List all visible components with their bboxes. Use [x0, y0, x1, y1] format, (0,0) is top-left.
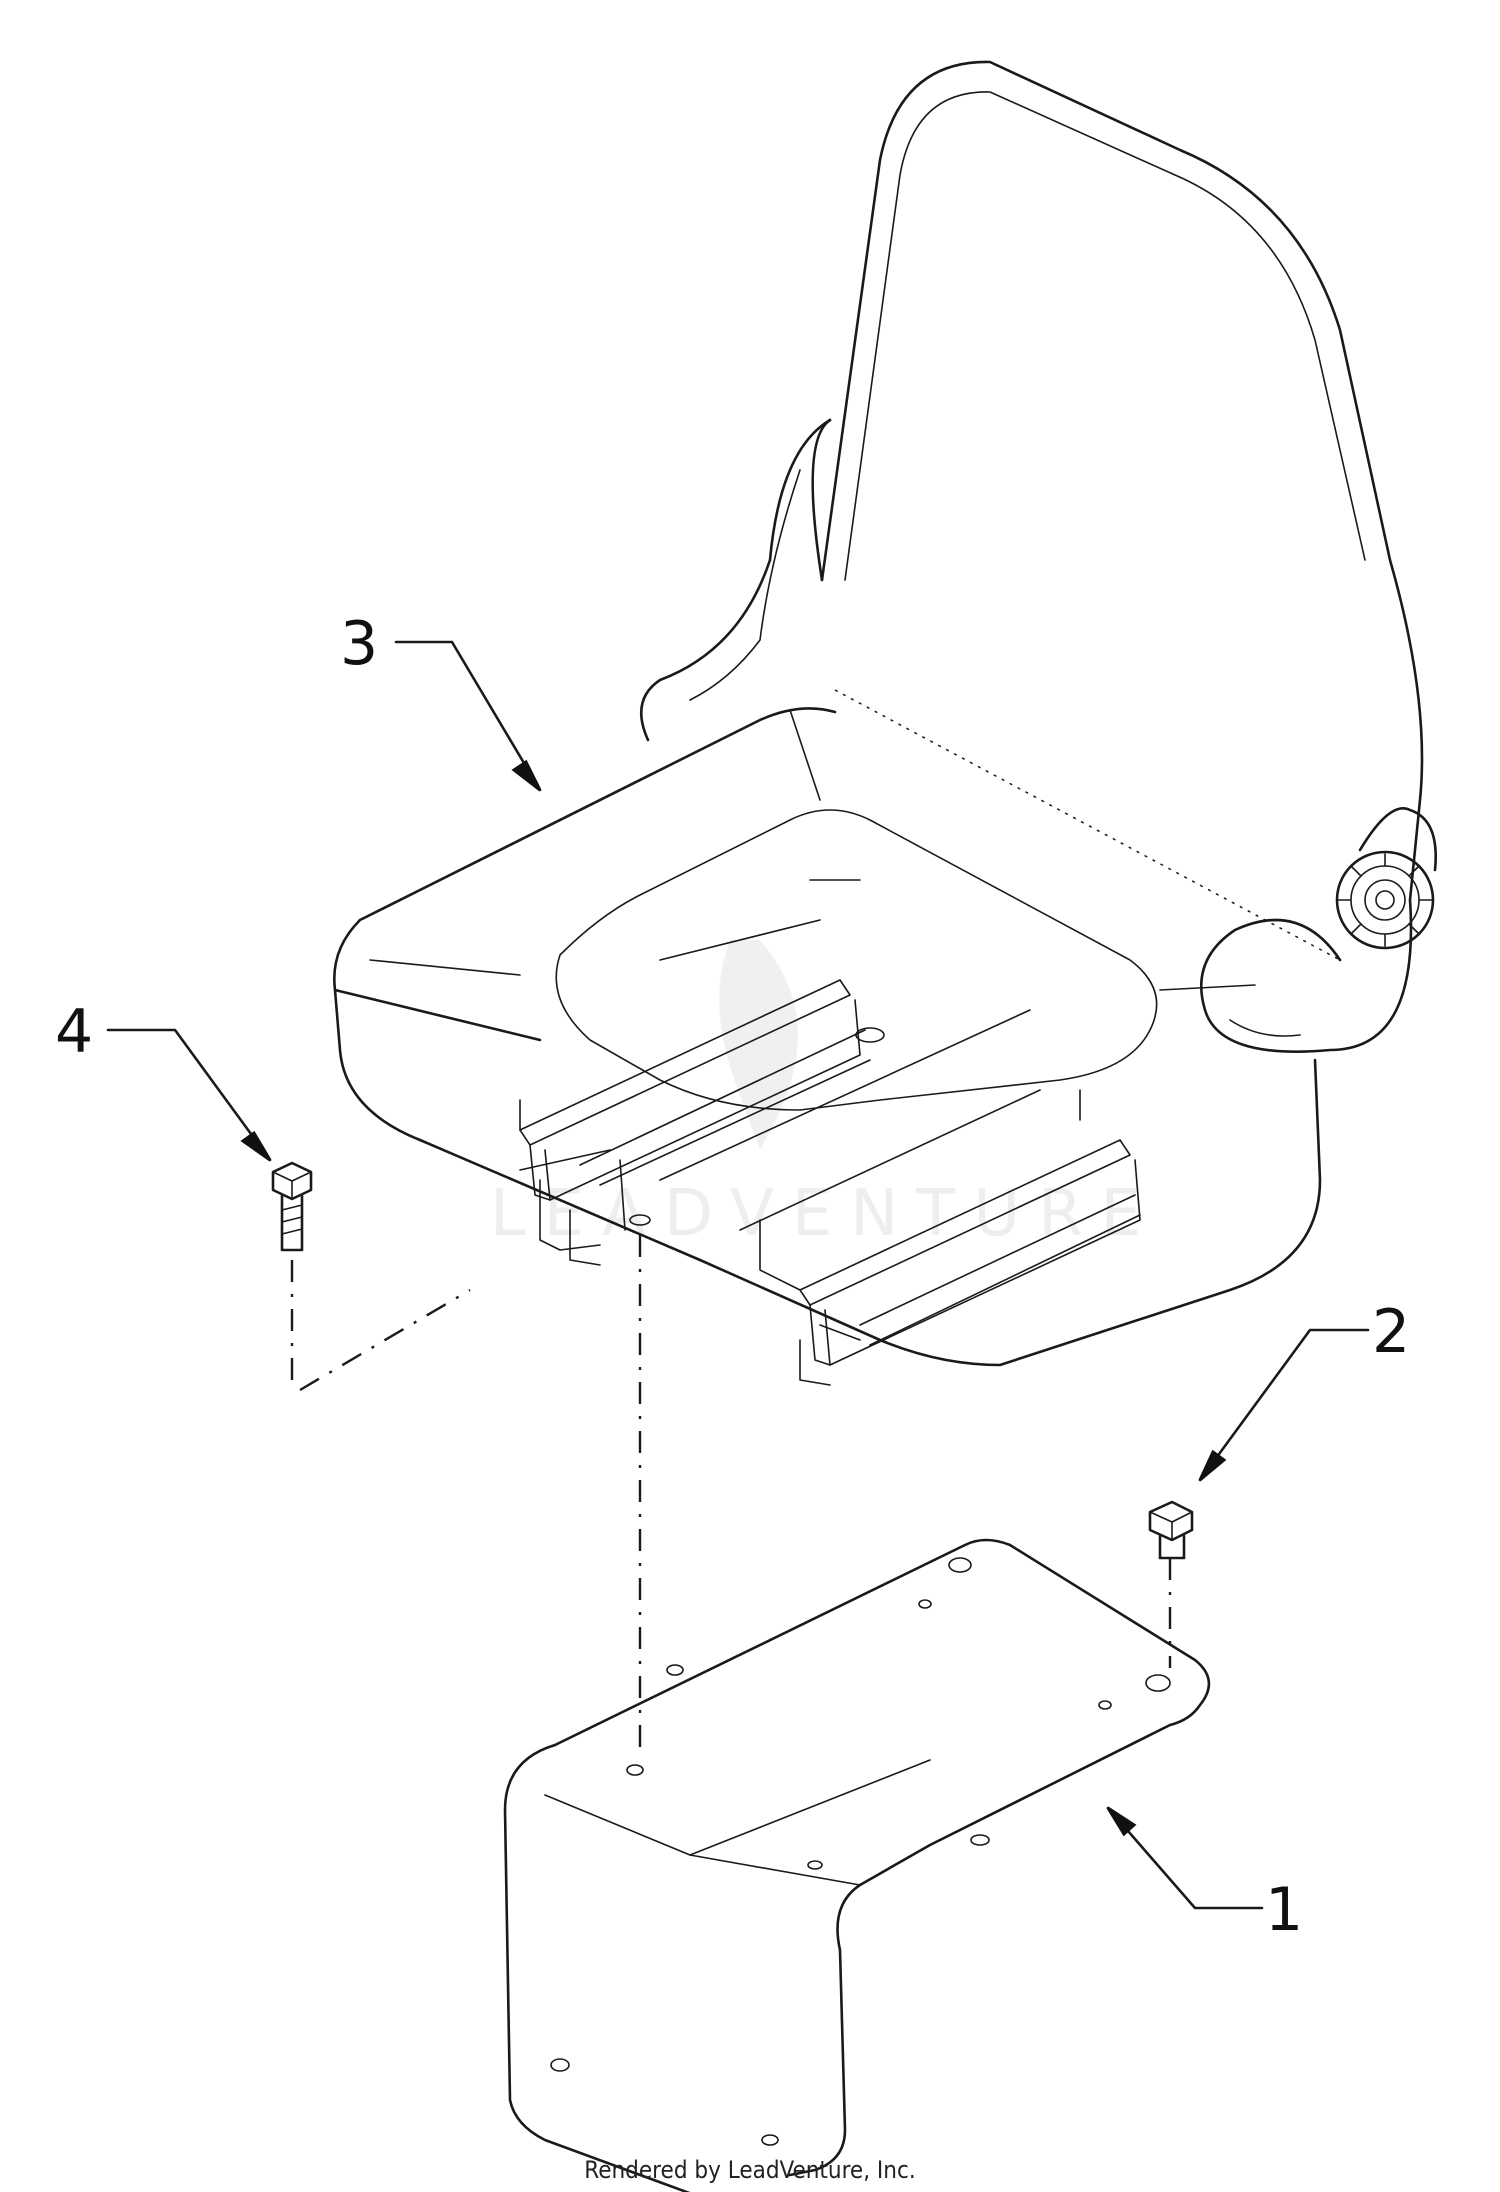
bolt-2 — [1148, 1500, 1194, 1560]
mounting-plate — [503, 1538, 1211, 2192]
callout-4: 4 — [55, 997, 93, 1067]
footer-credit: Rendered by LeadVenture, Inc. — [584, 2156, 915, 2184]
watermark: LEADVENTURE — [490, 940, 1159, 1251]
assembly-center-lines — [290, 1235, 1172, 1755]
watermark-text: LEADVENTURE — [490, 1177, 1159, 1251]
leader-lines — [106, 640, 1370, 1910]
bolt-4 — [271, 1161, 313, 1252]
callout-2: 2 — [1372, 1297, 1410, 1367]
callout-1: 1 — [1265, 1875, 1303, 1945]
seat-assembly — [333, 60, 1437, 1386]
callout-3: 3 — [340, 609, 378, 679]
